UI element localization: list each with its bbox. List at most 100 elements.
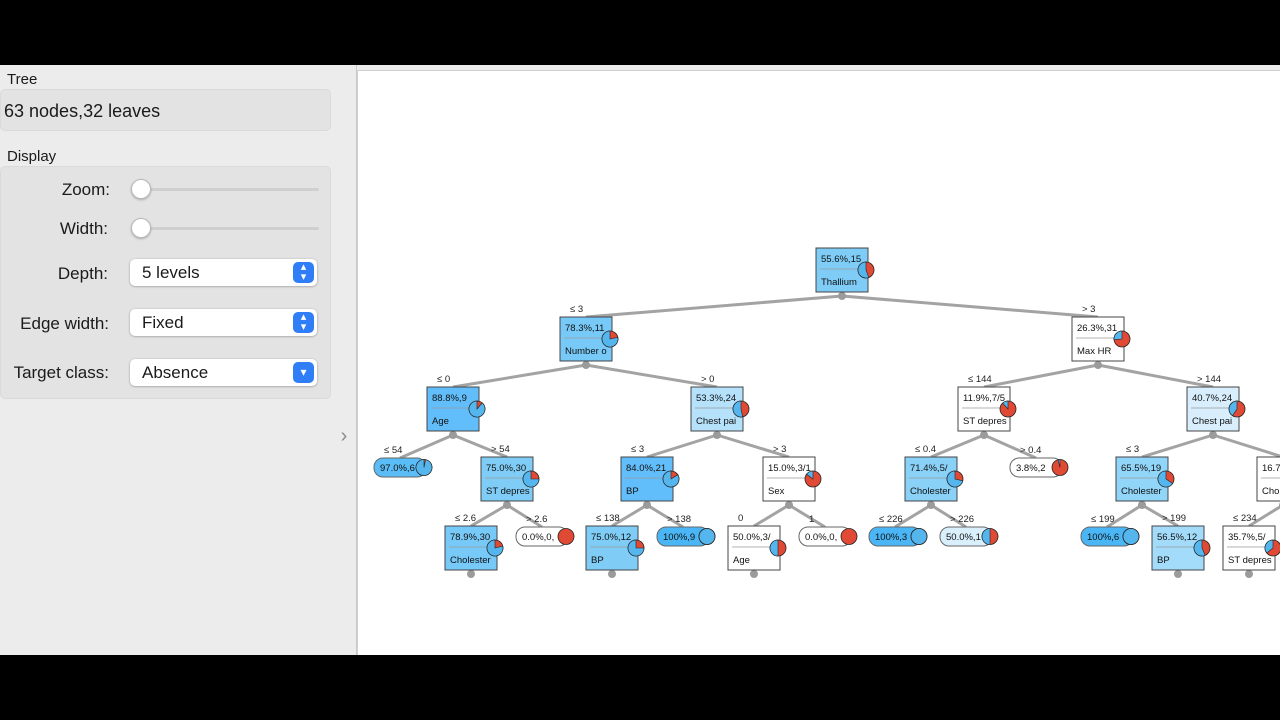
class-distribution-pie bbox=[698, 528, 716, 545]
updown-chevron-icon: ▴▾ bbox=[293, 312, 314, 333]
tree-node[interactable]: 050.0%,3/Age bbox=[727, 513, 787, 571]
zoom-slider-knob[interactable] bbox=[131, 179, 151, 199]
node-split-label: BP bbox=[626, 486, 639, 497]
node-split-label: Number o bbox=[565, 346, 607, 357]
node-stat: 16.7 bbox=[1262, 463, 1280, 474]
node-stat: 55.6%,15 bbox=[821, 254, 861, 265]
panel-divider[interactable] bbox=[356, 65, 357, 655]
edge-label: ≤ 144 bbox=[968, 374, 992, 385]
tree-info-text: 63 nodes,32 leaves bbox=[4, 101, 161, 121]
tree-node[interactable]: ≤ 0.471.4%,5/Cholester bbox=[904, 444, 964, 502]
node-split-label: Thallium bbox=[821, 277, 857, 288]
tree-edge bbox=[841, 294, 1099, 319]
tree-edge bbox=[646, 433, 718, 459]
tree-edge bbox=[1106, 503, 1143, 529]
class-distribution-pie bbox=[857, 261, 875, 279]
chevron-right-icon[interactable]: › bbox=[340, 425, 348, 447]
edge-width-select-value: Fixed bbox=[142, 313, 184, 332]
class-distribution-pie bbox=[1051, 459, 1069, 476]
class-distribution-pie bbox=[981, 528, 999, 545]
edge-label: 0 bbox=[738, 513, 743, 524]
chevron-down-icon: ▾ bbox=[293, 362, 314, 383]
tree-edge bbox=[788, 503, 826, 529]
edge-label: > 0.4 bbox=[1020, 445, 1041, 456]
depth-select[interactable]: 5 levels ▴▾ bbox=[130, 259, 317, 286]
edge-label: > 3 bbox=[1082, 304, 1095, 315]
node-split-label: Max HR bbox=[1077, 346, 1111, 357]
class-distribution-pie bbox=[1228, 400, 1246, 418]
node-stat: 75.0%,12 bbox=[591, 532, 631, 543]
node-stat: 100%,9 bbox=[663, 532, 695, 543]
zoom-slider[interactable] bbox=[141, 188, 319, 191]
node-connector-dot bbox=[750, 570, 758, 578]
class-distribution-pie bbox=[522, 470, 540, 488]
tree-edges bbox=[399, 294, 1280, 529]
node-connector-dot bbox=[785, 501, 793, 509]
tree-node[interactable]: > 2.60.0%,0, bbox=[515, 514, 575, 547]
class-distribution-pie bbox=[946, 470, 964, 488]
tree-edge bbox=[716, 433, 790, 459]
edge-label: ≤ 0 bbox=[437, 374, 450, 385]
edge-label: ≤ 3 bbox=[631, 444, 644, 455]
node-stat: 100%,6 bbox=[1087, 532, 1119, 543]
tree-edge bbox=[506, 503, 543, 529]
node-connector-dot bbox=[713, 431, 721, 439]
node-stat: 40.7%,24 bbox=[1192, 393, 1232, 404]
node-stat: 88.8%,9 bbox=[432, 393, 467, 404]
tree-edge bbox=[452, 363, 587, 389]
node-stat: 0.0%,0, bbox=[522, 532, 554, 543]
node-stat: 65.5%,19 bbox=[1121, 463, 1161, 474]
depth-select-value: 5 levels bbox=[142, 263, 200, 282]
target-class-select[interactable]: Absence ▾ bbox=[130, 359, 317, 386]
zoom-label: Zoom: bbox=[61, 180, 110, 199]
tree-node[interactable]: 10.0%,0, bbox=[798, 514, 858, 547]
tree-edge bbox=[1212, 433, 1280, 458]
tree-node[interactable]: > 0.43.8%,2 bbox=[1009, 445, 1069, 478]
node-box[interactable] bbox=[1256, 456, 1280, 502]
tree-edge bbox=[646, 503, 684, 529]
node-connector-dot bbox=[1138, 501, 1146, 509]
width-slider-knob[interactable] bbox=[131, 218, 151, 238]
class-distribution-pie bbox=[468, 400, 486, 418]
node-split-label: Cho bbox=[1262, 486, 1279, 497]
class-distribution-pie bbox=[769, 539, 787, 557]
node-stat: 50.0%,3/ bbox=[733, 532, 771, 543]
class-distribution-pie bbox=[910, 528, 928, 545]
node-stat: 0.0%,0, bbox=[805, 532, 837, 543]
node-stat: 53.3%,24 bbox=[696, 393, 736, 404]
node-connector-dot bbox=[582, 361, 590, 369]
class-distribution-pie bbox=[1193, 539, 1211, 557]
edge-width-select[interactable]: Fixed ▴▾ bbox=[130, 309, 317, 336]
tree-edge bbox=[611, 503, 648, 528]
width-slider[interactable] bbox=[141, 227, 319, 230]
edge-label: ≤ 226 bbox=[879, 514, 903, 525]
tree-edge bbox=[894, 503, 932, 529]
depth-label: Depth: bbox=[57, 264, 108, 283]
control-panel: Tree 63 nodes,32 leaves Display Zoom: Wi… bbox=[0, 65, 357, 655]
node-stat: 15.0%,3/1 bbox=[768, 463, 811, 474]
edge-label: > 226 bbox=[950, 514, 974, 525]
node-split-label: Age bbox=[432, 416, 449, 427]
